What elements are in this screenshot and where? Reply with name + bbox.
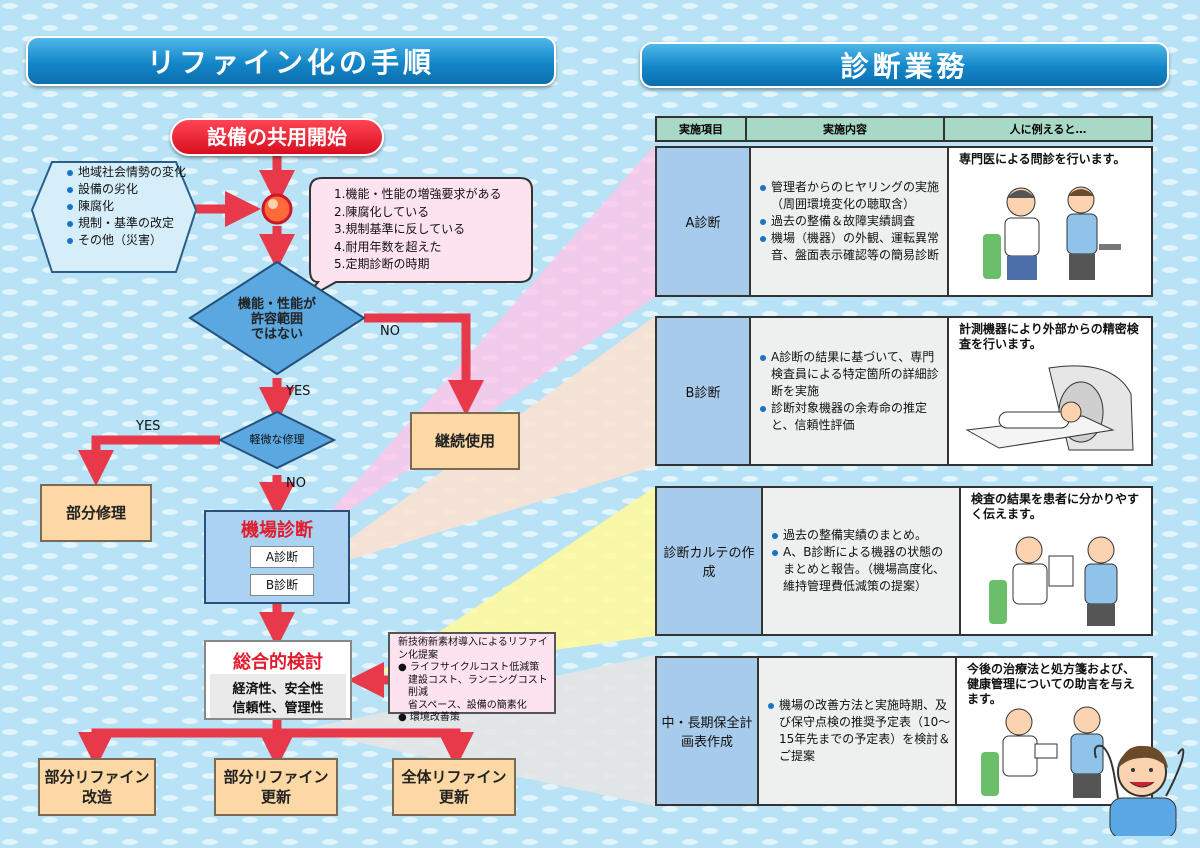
row-plan-analogy-text: 今後の治療法と処方箋および、健康管理についての助言を与えます。 [967, 662, 1136, 706]
table-row-a: A診断 管理者からのヒヤリングの実施（周囲環境変化の聴取含） 過去の整備＆故障実… [655, 146, 1153, 297]
reason-item: 1.機能・性能の増強要求がある [334, 187, 502, 201]
yes-label-2: YES [136, 419, 161, 434]
merge-node [261, 193, 293, 225]
decision-diamond-2 [217, 410, 337, 470]
outcome-3-line1: 全体リファイン [401, 767, 507, 786]
outcome-box-3: 全体リファイン 更新 [392, 758, 516, 816]
onsite-title: 機場診断 [241, 520, 313, 541]
decision-2-text: 軽微な修理 [232, 430, 322, 450]
content-bullet: 過去の整備実績のまとめ。 [772, 527, 955, 544]
table-row-plan: 中・長期保全計画表作成 機場の改善方法と実施時期、及び保守点検の推奨予定表（10… [655, 656, 1153, 806]
right-title: 診断業務 [840, 50, 969, 83]
reason-item: 5.定期診断の時期 [334, 257, 430, 271]
decision-1-text: 機能・性能が 許容範囲 ではない [220, 296, 334, 342]
header-content: 実施内容 [747, 116, 945, 142]
onsite-diagnosis-box: 機場診断 A診断 B診断 [204, 510, 350, 604]
no-label-2: NO [286, 476, 306, 491]
reason-item: 2.陳腐化している [334, 204, 430, 219]
yes-label-1: YES [286, 384, 311, 399]
header-analogy: 人に例えると… [945, 116, 1153, 142]
row-b-analogy-text: 計測機器により外部からの精密検査を行います。 [959, 322, 1139, 351]
partial-repair-box: 部分修理 [40, 484, 152, 542]
left-title: リファイン化の手順 [146, 46, 435, 79]
right-title-banner: 診断業務 [640, 42, 1169, 88]
outcome-3-line2: 更新 [438, 788, 469, 806]
factor-item: 規制・基準の改定 [67, 215, 196, 232]
row-plan-content: 機場の改善方法と実施時期、及び保守点検の推奨予定表（10～15年先までの予定表）… [759, 658, 957, 804]
decision-diamond-1 [188, 260, 366, 376]
decision-1-line1: 機能・性能が [237, 296, 316, 312]
comprehensive-title: 総合的検討 [233, 652, 323, 673]
factors-list: 地域社会情勢の変化 設備の劣化 陳腐化 規制・基準の改定 その他（災害） [64, 164, 196, 249]
outcome-1-line1: 部分リファイン [44, 767, 150, 786]
outcome-box-1: 部分リファイン 改造 [38, 758, 156, 816]
no-label-1: NO [380, 324, 400, 339]
comprehensive-review-box: 総合的検討 経済性、安全性 信頼性、管理性 [204, 640, 352, 720]
proposal-item: ● 環境改善策 [398, 712, 460, 723]
content-bullet: A、B診断による機器の状態のまとめと報告。（機場高度化、維持管理費低減策の提案） [772, 544, 955, 595]
partial-repair-label: 部分修理 [65, 503, 126, 522]
table-header: 実施項目 実施内容 人に例えると… [655, 116, 1153, 144]
decision-2-label: 軽微な修理 [249, 432, 305, 446]
row-a-analogy: 専門医による問診を行います。 [949, 148, 1151, 295]
onsite-b-label: B診断 [250, 574, 314, 596]
start-box: 設備の共用開始 [170, 118, 384, 156]
content-bullet: 管理者からのヒヤリングの実施（周囲環境変化の聴取含） [760, 179, 943, 213]
outcome-2-line2: 更新 [260, 788, 291, 806]
decision-1-line3: ではない [250, 326, 303, 342]
outcome-box-2: 部分リファイン 更新 [214, 758, 338, 816]
proposals-box: 新技術新素材導入によるリファイン化提案 ● ライフサイクルコスト低減策 建設コス… [388, 632, 556, 723]
proposal-heading: 新技術新素材導入によるリファイン化提案 [398, 637, 548, 661]
flow-arrows [30, 156, 533, 768]
prescription-illustration [981, 706, 1104, 798]
row-a-item: A診断 [657, 148, 751, 295]
continue-use-box: 継続使用 [410, 412, 520, 470]
row-karte-analogy: 検査の結果を患者に分かりやすく伝えます。 [961, 488, 1151, 634]
left-title-banner: リファイン化の手順 [26, 36, 556, 86]
onsite-a-label: A診断 [250, 546, 314, 568]
header-item: 実施項目 [655, 116, 747, 142]
table-row-b: B診断 A診断の結果に基づいて、専門検査員による特定箇所の詳細診断を実施 診断対… [655, 316, 1153, 466]
row-b-analogy: 計測機器により外部からの精密検査を行います。 [949, 318, 1151, 464]
proposal-item: 省スペース、設備の簡素化 [408, 699, 527, 711]
mri-scan-illustration [965, 365, 1134, 451]
content-bullet: 機場の改善方法と実施時期、及び保守点検の推奨予定表（10～15年先までの予定表）… [768, 698, 951, 763]
reasons-bubble [303, 177, 533, 301]
comprehensive-line2: 信頼性、管理性 [232, 701, 324, 716]
factor-item: 陳腐化 [67, 198, 196, 215]
waving-person-illustration [1093, 744, 1185, 836]
content-bullet: 過去の整備＆故障実績調査 [760, 213, 943, 230]
decision-1-line2: 許容範囲 [250, 311, 303, 327]
outcome-2-line1: 部分リファイン [223, 767, 329, 786]
row-b-item: B診断 [657, 318, 751, 464]
outcome-1-line2: 改造 [81, 788, 112, 806]
row-a-analogy-text: 専門医による問診を行います。 [959, 152, 1126, 166]
factor-item: その他（災害） [67, 232, 196, 249]
row-a-content: 管理者からのヒヤリングの実施（周囲環境変化の聴取含） 過去の整備＆故障実績調査 … [751, 148, 949, 295]
factors-hexagon [30, 161, 198, 273]
row-karte-content: 過去の整備実績のまとめ。 A、B診断による機器の状態のまとめと報告。（機場高度化… [763, 488, 961, 634]
reason-item: 3.規制基準に反している [334, 222, 466, 236]
result-explanation-illustration [989, 536, 1118, 626]
reasons-list: 1.機能・性能の増強要求がある 2.陳腐化している 3.規制基準に反している 4… [334, 186, 524, 274]
content-bullet: A診断の結果に基づいて、専門検査員による特定箇所の詳細診断を実施 [760, 349, 943, 400]
reason-item: 4.耐用年数を超えた [334, 239, 442, 254]
table-row-karte: 診断カルテの作成 過去の整備実績のまとめ。 A、B診断による機器の状態のまとめと… [655, 486, 1153, 636]
continue-use-label: 継続使用 [434, 431, 495, 450]
comprehensive-line1: 経済性、安全性 [232, 682, 324, 697]
start-label: 設備の共用開始 [207, 124, 347, 149]
proposal-item: ● ライフサイクルコスト低減策 [398, 662, 540, 673]
content-bullet: 診断対象機器の余寿命の推定と、信頼性評価 [760, 400, 943, 434]
content-bullet: 機場（機器）の外観、運転異常音、盤面表示確認等の簡易診断 [760, 230, 943, 264]
row-b-content: A診断の結果に基づいて、専門検査員による特定箇所の詳細診断を実施 診断対象機器の… [751, 318, 949, 464]
factor-item: 地域社会情勢の変化 [67, 164, 196, 181]
proposal-item: 建設コスト、ランニングコスト削減 [408, 674, 548, 699]
factor-item: 設備の劣化 [67, 181, 196, 198]
doctor-interview-illustration [983, 186, 1121, 280]
row-plan-item: 中・長期保全計画表作成 [657, 658, 759, 804]
row-karte-analogy-text: 検査の結果を患者に分かりやすく伝えます。 [971, 492, 1140, 521]
row-karte-item: 診断カルテの作成 [657, 488, 763, 634]
